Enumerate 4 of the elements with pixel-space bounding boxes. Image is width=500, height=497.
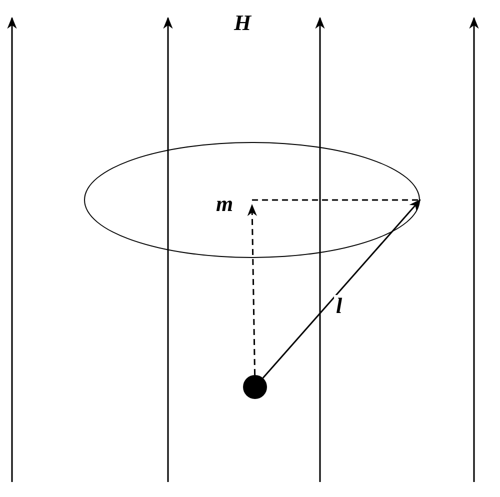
dashed-arrow: [247, 204, 257, 376]
dashed-line: [252, 199, 420, 201]
vector-arrow: [262, 199, 421, 378]
particle-dot: [243, 375, 267, 399]
